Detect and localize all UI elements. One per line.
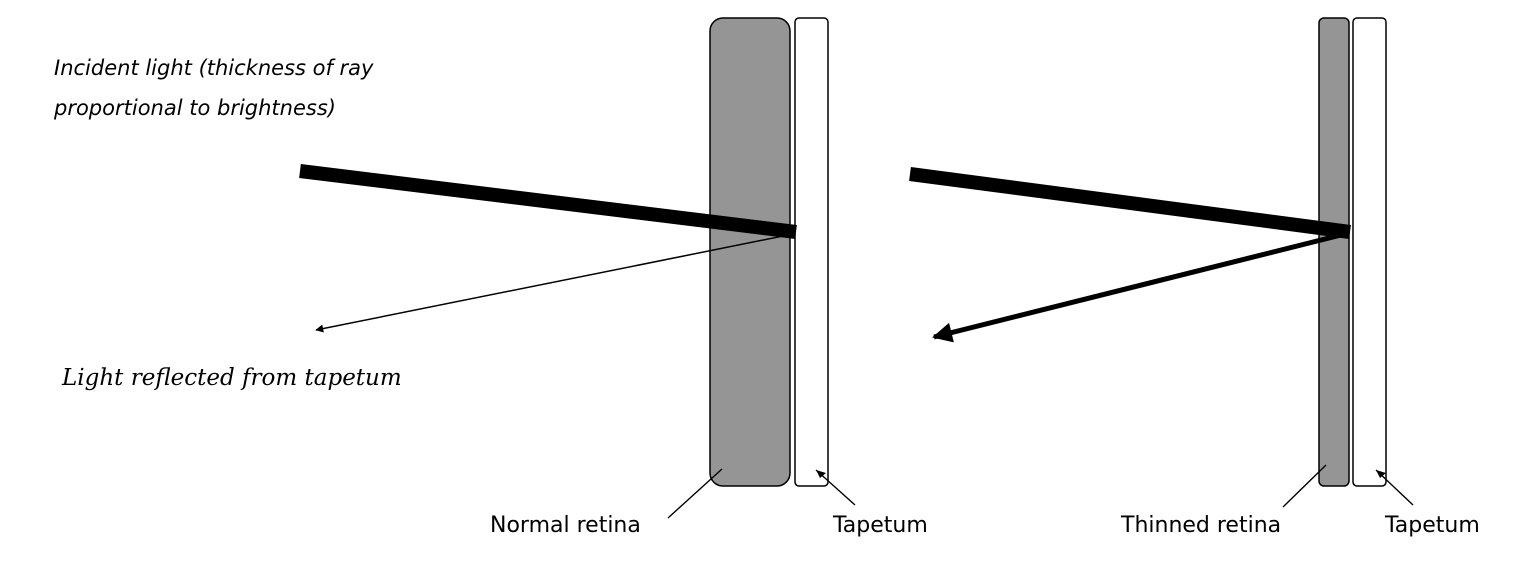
normal-retina-layer	[709, 17, 791, 487]
reflected-ray-left	[315, 233, 794, 333]
tapetum-layer-right	[1352, 17, 1387, 487]
normal-retina-panel: Incident light (thickness of ray proport…	[53, 17, 928, 538]
reflected-ray-right	[932, 230, 1350, 343]
incident-light-label-line1: Incident light (thickness of ray	[54, 56, 374, 80]
reflected-light-label: Light reflected from tapetum	[61, 365, 402, 391]
incident-light-label-line2: proportional to brightness)	[53, 96, 336, 120]
thinned-retina-panel: Thinned retina Tapetum	[909, 17, 1480, 538]
thinned-retina-label: Thinned retina	[1120, 513, 1281, 538]
normal-retina-pointer	[667, 468, 723, 519]
tapetum-left-label: Tapetum	[832, 513, 928, 538]
incident-ray-left	[299, 164, 797, 239]
normal-retina-label: Normal retina	[490, 513, 641, 538]
tapetum-left-arrowhead	[816, 470, 826, 478]
thinned-retina-layer	[1318, 17, 1350, 487]
thinned-retina-pointer	[1282, 464, 1327, 508]
tapetum-right-arrowhead	[1376, 470, 1386, 478]
tapetum-right-label: Tapetum	[1384, 513, 1480, 538]
tapetum-layer-left	[794, 17, 829, 487]
incident-ray-right	[909, 167, 1351, 239]
